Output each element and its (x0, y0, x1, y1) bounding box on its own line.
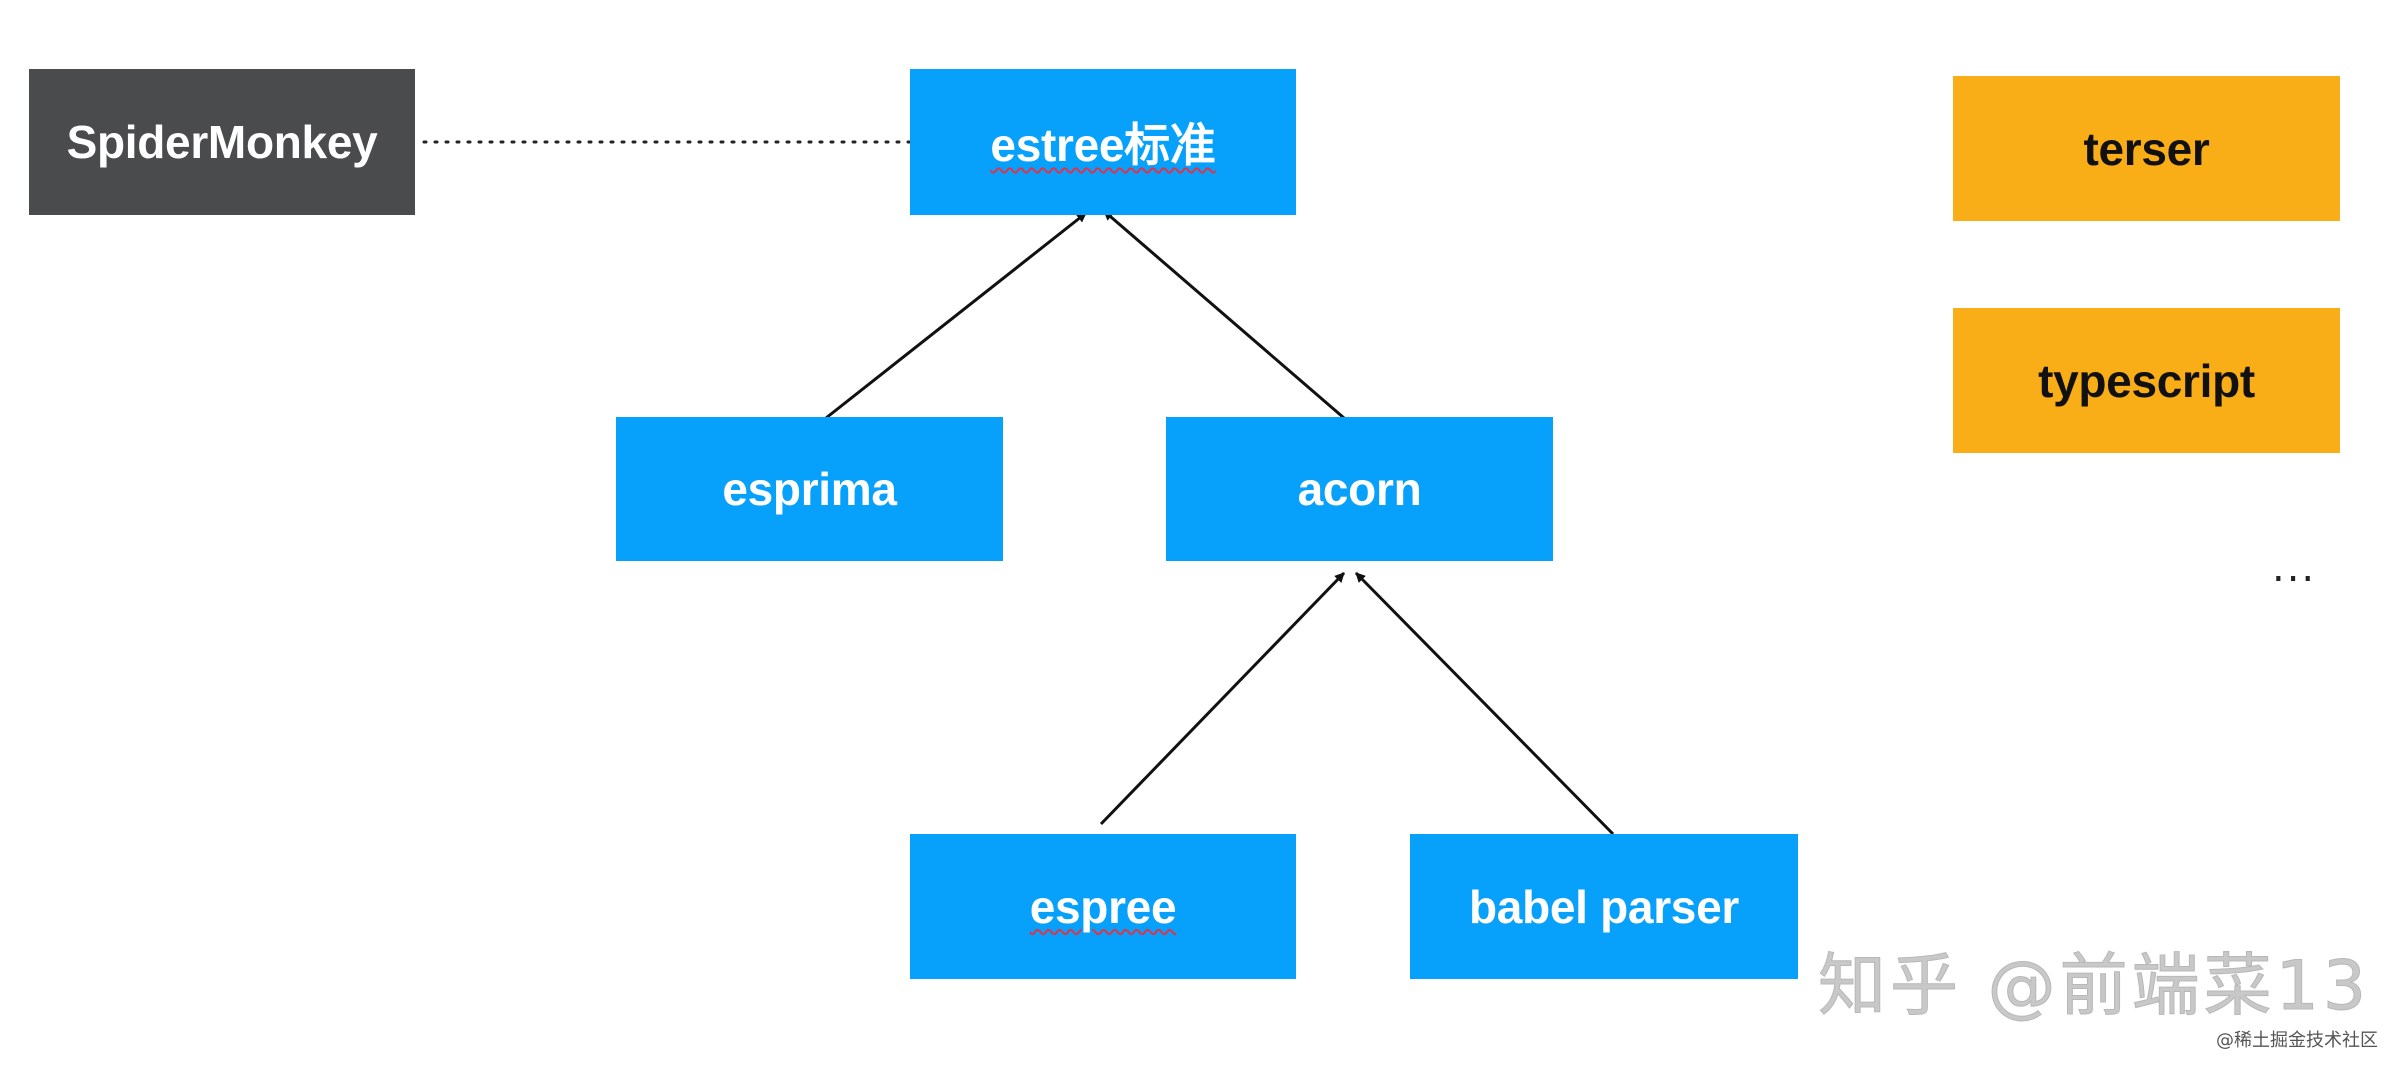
node-terser: terser (1953, 76, 2340, 221)
zhihu-watermark: 知乎 @前端菜13 (1817, 947, 2371, 1027)
node-esprima: esprima (616, 417, 1003, 561)
node-espree: espree (910, 834, 1296, 979)
node-espree-label: espree (1029, 880, 1177, 933)
arrow-babel-parser-to-acorn (1354, 571, 1615, 836)
node-estree-label: estree标准 (990, 119, 1216, 171)
node-terser-label: terser (2083, 122, 2210, 175)
node-babel-parser: babel parser (1410, 834, 1798, 979)
arrow-acorn-to-estree (1103, 209, 1345, 420)
node-spidermonkey-label: SpiderMonkey (66, 116, 378, 168)
juejin-credit: @稀土掘金技术社区 (2216, 1030, 2378, 1051)
node-acorn: acorn (1166, 417, 1553, 561)
node-acorn-label: acorn (1297, 463, 1422, 515)
more-ellipsis: ... (2272, 545, 2317, 591)
node-babel-parser-label: babel parser (1469, 880, 1739, 933)
node-typescript-label: typescript (2038, 354, 2255, 407)
arrow-esprima-to-estree (825, 211, 1087, 420)
node-estree: estree标准 (910, 69, 1296, 215)
arrow-espree-to-acorn (1099, 571, 1346, 826)
node-typescript: typescript (1953, 308, 2340, 453)
node-spidermonkey: SpiderMonkey (29, 69, 415, 215)
node-esprima-label: esprima (722, 463, 897, 515)
